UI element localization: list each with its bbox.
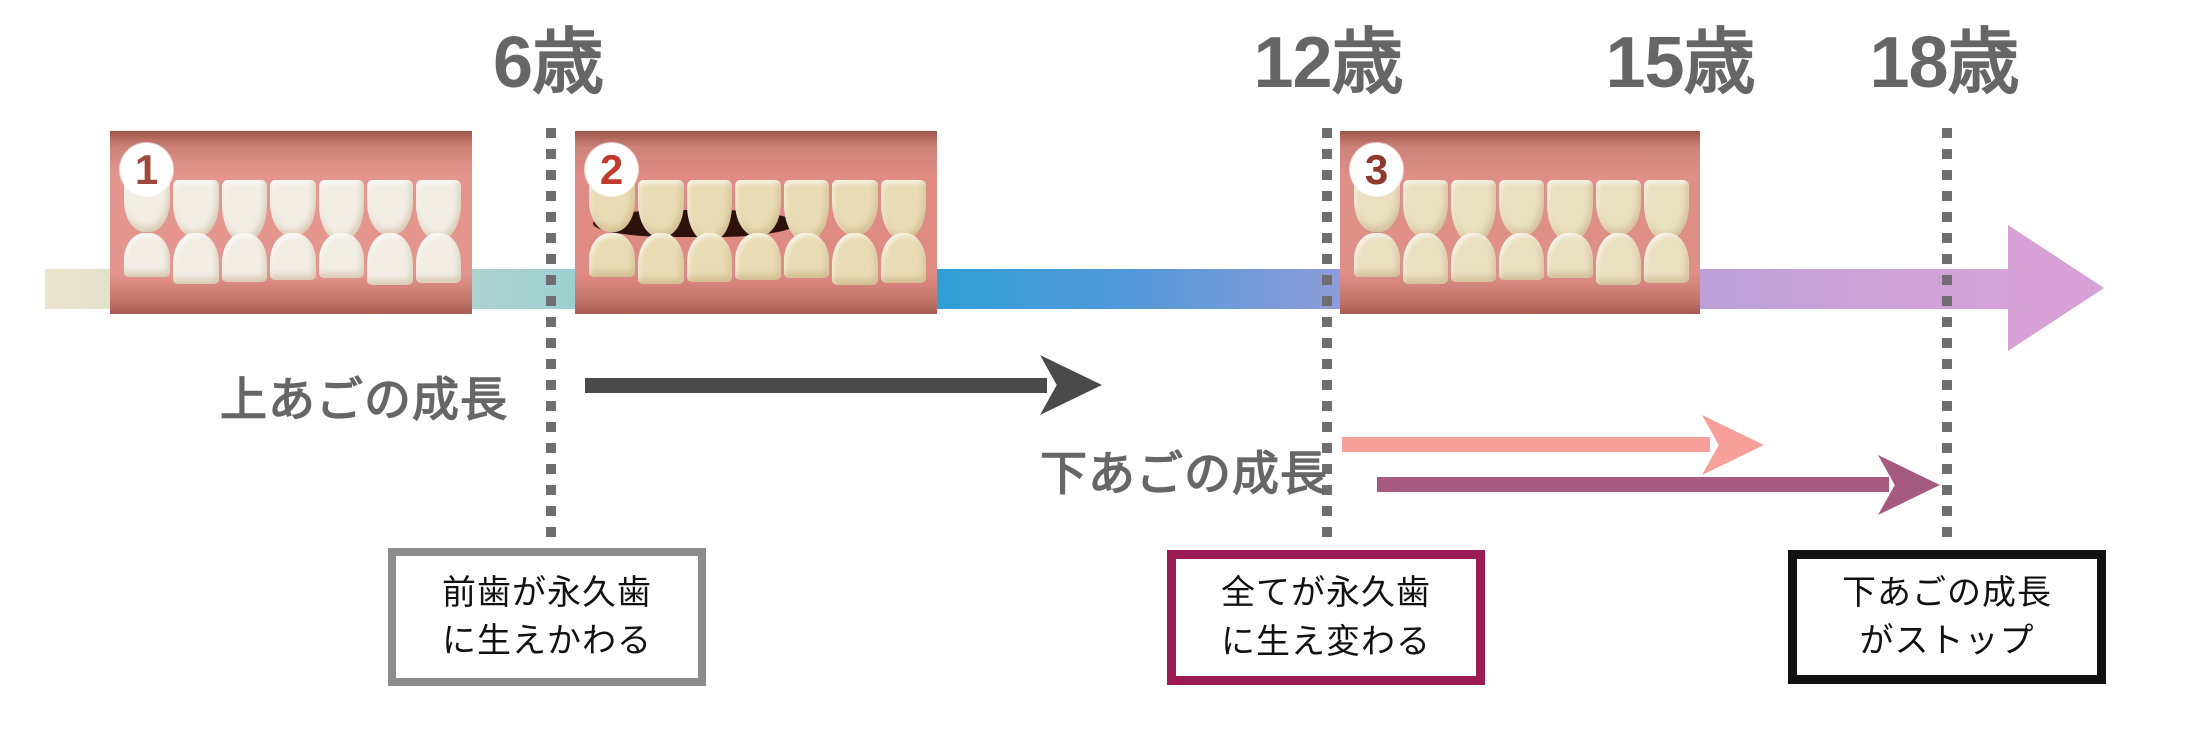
lower-jaw-arrow-early-head-icon — [1702, 415, 1764, 475]
dotted-line-age-18 — [1942, 128, 1952, 546]
upper-jaw-growth-label: 上あごの成長 — [220, 373, 508, 426]
callout-age-18: 下あごの成長 がストップ — [1788, 550, 2106, 684]
photo-1: 1 — [110, 131, 472, 314]
callout-age-18-line-2: がストップ — [1859, 622, 2035, 660]
upper-jaw-arrow-head-icon — [1040, 355, 1102, 415]
upper-jaw-arrow-shaft — [585, 378, 1047, 393]
age-label-12: 12歳 — [1253, 23, 1403, 103]
lower-jaw-arrow-early-shaft — [1342, 437, 1710, 452]
photo-2: 2 — [575, 131, 937, 314]
callout-age-18-line-1: 下あごの成長 — [1842, 573, 2052, 612]
timeline-arrowhead-icon — [2008, 225, 2104, 351]
callout-age-6: 前歯が永久歯 に生えかわる — [388, 548, 706, 686]
photo-2-lower-teeth — [589, 233, 927, 286]
photo-3-lower-teeth — [1354, 233, 1690, 286]
lower-jaw-growth-label: 下あごの成長 — [1040, 447, 1328, 500]
photo-3-badge: 3 — [1350, 143, 1403, 196]
callout-age-6-line-2: に生えかわる — [442, 622, 652, 660]
age-label-15: 15歳 — [1605, 23, 1755, 103]
photo-1-badge: 1 — [120, 143, 173, 196]
dotted-line-age-12 — [1322, 128, 1332, 546]
age-label-6: 6歳 — [492, 23, 604, 103]
photo-2-badge: 2 — [585, 143, 638, 196]
callout-age-12-line-2: に生え変わる — [1221, 622, 1431, 661]
photo-1-lower-teeth — [124, 233, 462, 286]
callout-age-6-line-1: 前歯が永久歯 — [442, 573, 652, 612]
age-label-18: 18歳 — [1869, 23, 2019, 103]
callout-age-12-line-1: 全てが永久歯 — [1221, 574, 1431, 612]
photo-3: 3 — [1340, 131, 1700, 314]
photo-1-upper-teeth — [124, 180, 462, 243]
callout-age-12: 全てが永久歯 に生え変わる — [1167, 550, 1485, 685]
dotted-line-age-6 — [546, 128, 556, 546]
photo-2-upper-teeth — [589, 180, 927, 243]
lower-jaw-arrow-late-shaft — [1377, 477, 1889, 492]
